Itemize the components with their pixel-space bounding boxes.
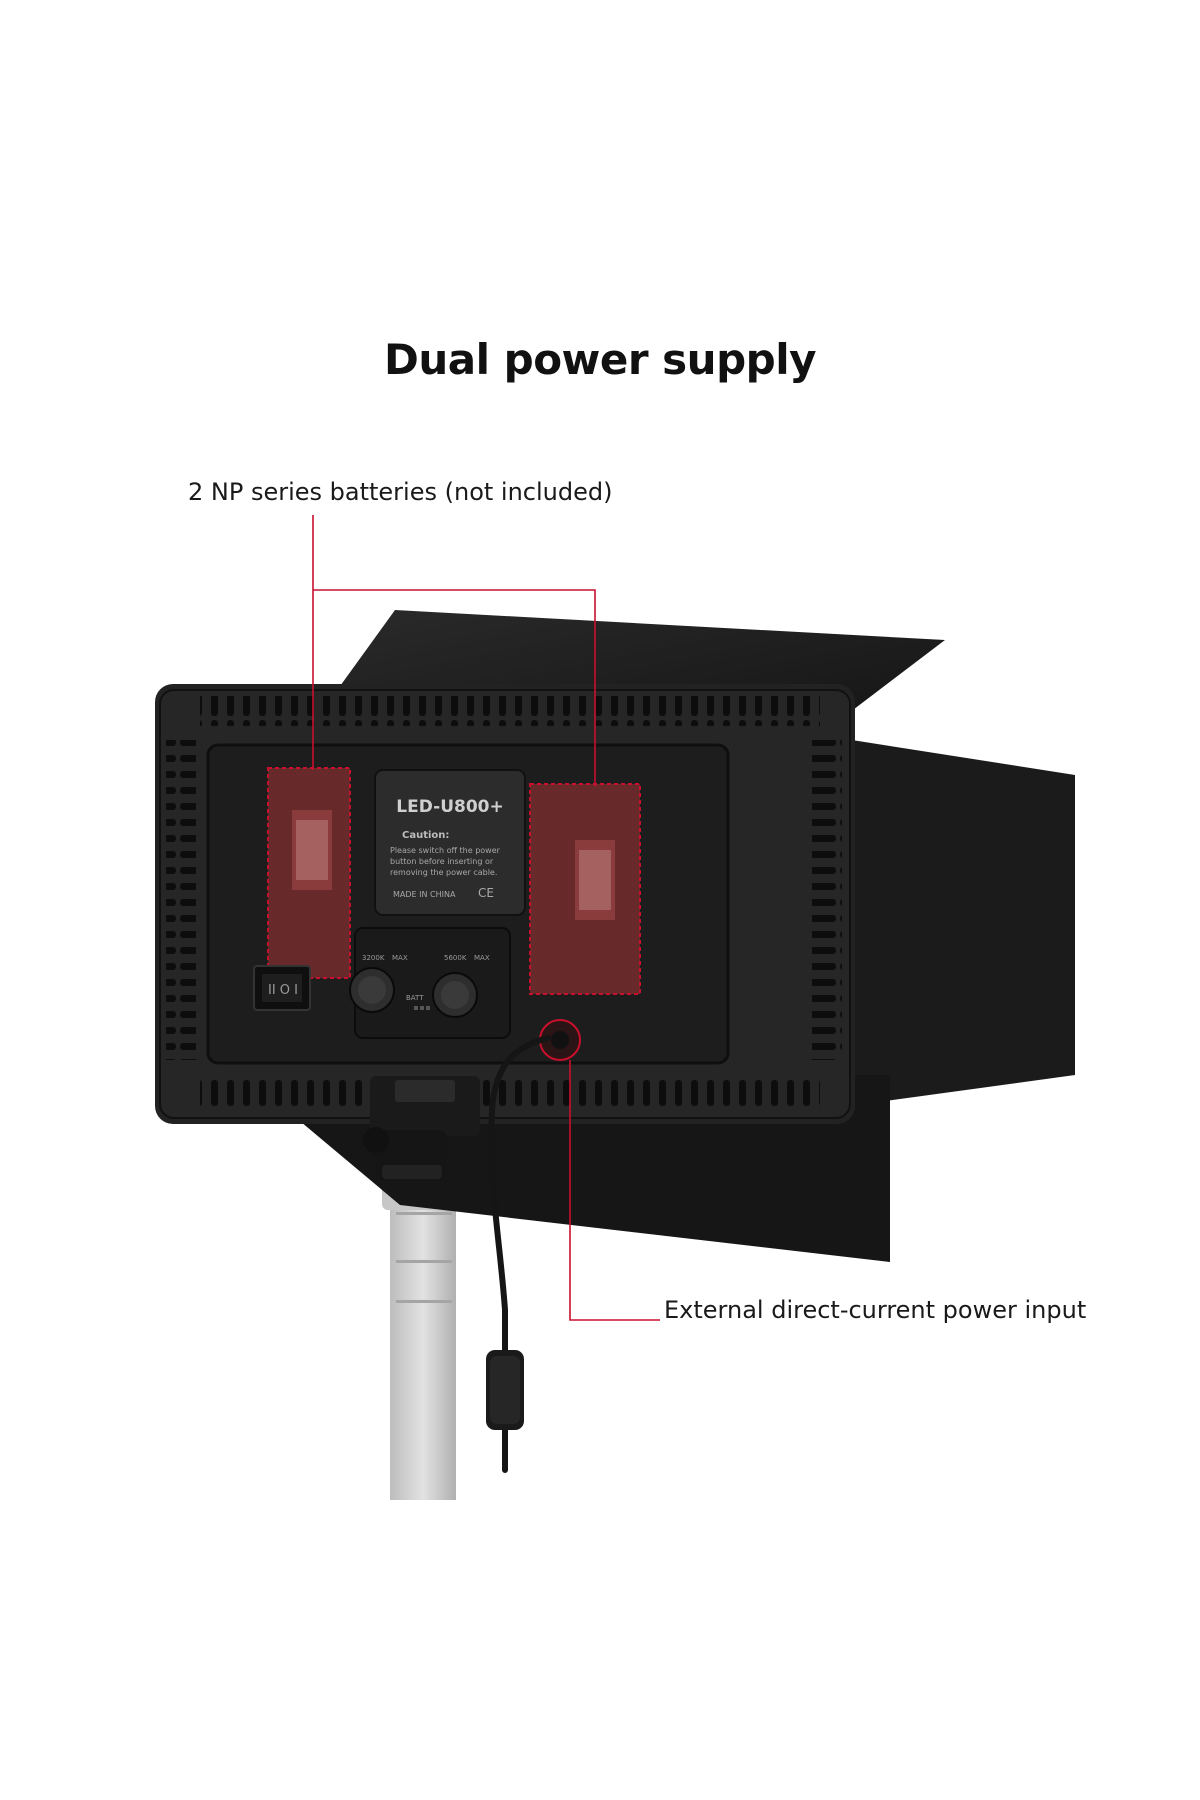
svg-text:II O I: II O I: [268, 983, 298, 998]
page-title: Dual power supply: [384, 335, 816, 384]
caution-line-2: button before inserting or: [390, 857, 494, 866]
caution-title: Caution:: [402, 830, 449, 841]
caution-line-3: removing the power cable.: [390, 868, 497, 877]
made-in-label: MADE IN CHINA: [393, 890, 456, 899]
callout-dc-input-label: External direct-current power input: [664, 1296, 1087, 1324]
stand-pole: [390, 1200, 456, 1500]
label-plate: [374, 769, 526, 916]
ce-mark: CE: [478, 886, 494, 900]
barn-door-right: [820, 735, 1075, 1110]
power-cable: [488, 1035, 551, 1473]
callout-line-dc: [569, 1060, 660, 1321]
callout-batteries-label: 2 NP series batteries (not included): [188, 478, 613, 506]
batt-label: BATT: [406, 994, 424, 1002]
caution-line-1: Please switch off the power: [390, 846, 501, 855]
knob-right-label: 5600K: [444, 954, 467, 962]
model-label: LED-U800+: [396, 797, 503, 817]
knob-left-max: MAX: [392, 954, 408, 962]
knob-right-max: MAX: [474, 954, 490, 962]
callout-line-batteries-bridge: [313, 589, 596, 786]
knob-left-label: 3200K: [362, 954, 385, 962]
